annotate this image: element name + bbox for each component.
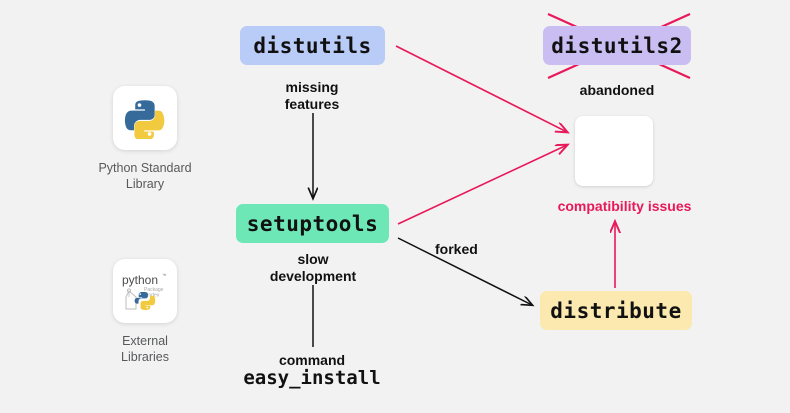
svg-text:™: ™ bbox=[162, 273, 167, 278]
pypi-logo-card: python ™ Package Index bbox=[113, 259, 177, 323]
caption-missing-features: missing features bbox=[284, 79, 340, 112]
svg-text:Index: Index bbox=[147, 293, 160, 299]
python-logo-icon bbox=[124, 100, 165, 139]
label-external-libraries: External Libraries bbox=[121, 334, 169, 364]
caption-slow-development: slow development bbox=[269, 251, 357, 284]
svg-text:python: python bbox=[122, 273, 158, 287]
node-distutils[interactable]: distutils bbox=[240, 26, 385, 65]
node-blank-placeholder[interactable] bbox=[575, 116, 653, 186]
caption-abandoned: abandoned bbox=[579, 82, 655, 98]
caption-command: command bbox=[278, 352, 346, 368]
node-distribute[interactable]: distribute bbox=[540, 291, 692, 330]
python-logo-card bbox=[113, 86, 177, 150]
label-python-standard-library: Python Standard Library bbox=[98, 161, 192, 191]
caption-forked: forked bbox=[435, 241, 478, 257]
caption-easy-install: easy_install bbox=[243, 367, 381, 389]
node-setuptools[interactable]: setuptools bbox=[236, 204, 389, 243]
edge-distutils-to-blank bbox=[395, 45, 567, 132]
pypi-logo-icon: python ™ Package Index bbox=[122, 273, 167, 311]
caption-compatibility-issues: compatibility issues bbox=[557, 198, 692, 214]
svg-text:Package: Package bbox=[144, 287, 164, 293]
node-distutils2[interactable]: distutils2 bbox=[543, 26, 691, 65]
